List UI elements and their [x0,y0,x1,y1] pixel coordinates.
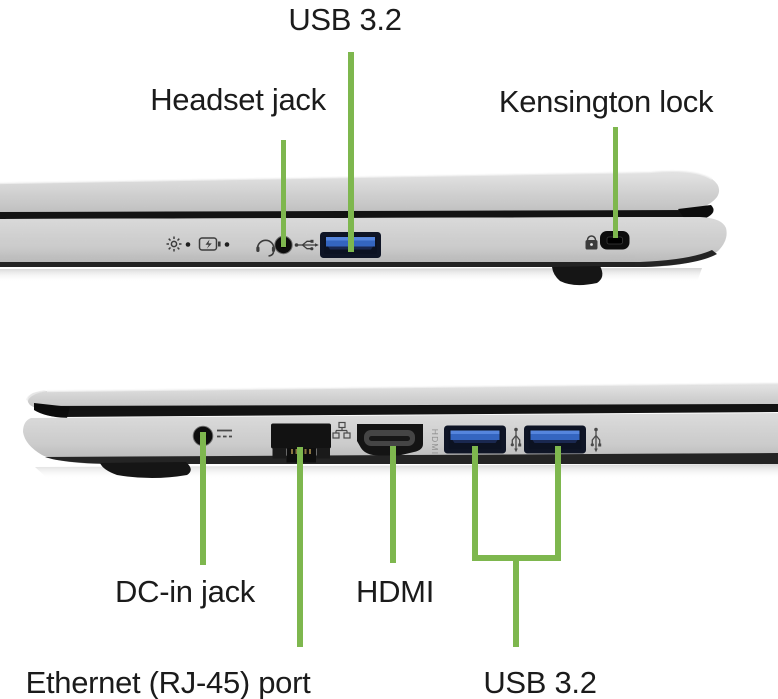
usb-icon [510,427,522,453]
label-usb32-bottom: USB 3.2 [483,665,597,699]
label-dc-in: DC-in jack [115,574,255,609]
battery-led [224,242,230,247]
callout-line-ethernet [297,447,303,647]
usb-icon [294,239,319,251]
dc-in-icon [217,429,232,438]
label-headset: Headset jack [150,82,326,117]
headset-icon [256,239,276,257]
label-hdmi: HDMI [355,574,435,609]
callout-line-kensington [612,127,618,238]
usb-port [444,425,506,454]
laptop-right-side-view [0,169,727,286]
usb-icon [590,427,602,453]
hdmi-port-marking: HDMI [430,429,440,456]
kensington-lock-icon [585,235,598,250]
callout-line-usb-left [472,446,478,561]
kensington-lock-slot [600,231,630,250]
label-ethernet: Ethernet (RJ-45) port [25,665,311,699]
callout-line-headset [280,140,286,247]
laptop-left-side-view: HDMI [23,381,778,479]
battery-indicator-icon [198,237,221,251]
reflection [35,464,778,479]
power-indicator-icon [166,236,182,252]
callout-line-hdmi [390,446,396,563]
callout-stem-usb32 [513,561,519,647]
callout-line-usb-right [555,446,561,561]
usb-port [524,425,586,454]
callout-bracket-usb [472,555,561,561]
hdmi-port [357,424,423,456]
callout-line-usb32-top [348,52,354,252]
power-led [185,242,191,247]
ethernet-icon [332,421,351,439]
reflection [0,268,702,282]
callout-line-dc-in [200,432,206,565]
label-kensington: Kensington lock [498,84,714,119]
rubber-foot [552,266,603,286]
label-usb32-top: USB 3.2 [288,2,402,37]
rubber-foot [100,462,191,478]
